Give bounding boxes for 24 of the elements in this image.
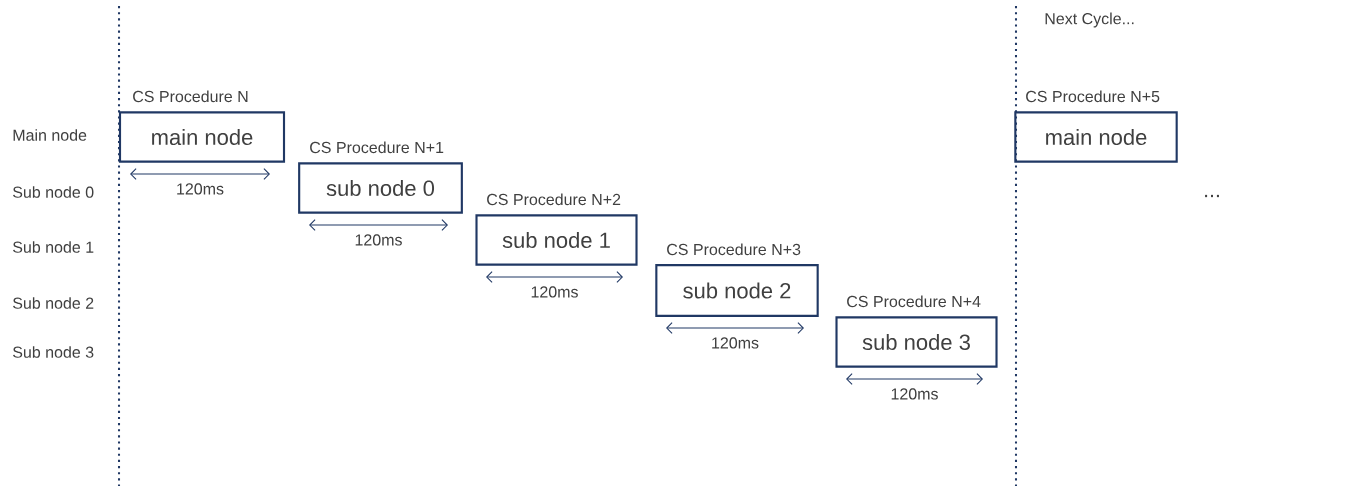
duration-label: 120ms	[531, 286, 578, 298]
box-heading: CS Procedure N+2	[487, 193, 621, 206]
process-box: main node	[1014, 111, 1178, 163]
row-label: Sub node 2	[13, 297, 94, 309]
process-box: sub node 3	[835, 316, 998, 368]
duration-label: 120ms	[355, 234, 402, 246]
duration-label: 120ms	[712, 337, 759, 349]
row-label: Sub node 3	[13, 346, 94, 358]
box-heading: CS Procedure N+5	[1026, 90, 1160, 103]
process-box: sub node 1	[475, 214, 638, 266]
row-label: Main node	[13, 129, 87, 141]
box-heading: CS Procedure N+1	[310, 141, 444, 154]
cycle-note: Next Cycle...	[1045, 12, 1134, 28]
process-box: main node	[118, 111, 286, 163]
duration-label: 120ms	[891, 388, 938, 400]
process-box: sub node 2	[655, 264, 819, 317]
process-box: sub node 0	[298, 162, 463, 214]
box-heading: CS Procedure N+4	[847, 295, 981, 308]
row-label: Sub node 0	[13, 186, 94, 198]
duration-label: 120ms	[177, 183, 224, 195]
row-label: Sub node 1	[13, 241, 94, 253]
box-heading: CS Procedure N+3	[667, 243, 801, 256]
box-heading: CS Procedure N	[133, 90, 248, 103]
ellipsis: ...	[1205, 194, 1219, 198]
